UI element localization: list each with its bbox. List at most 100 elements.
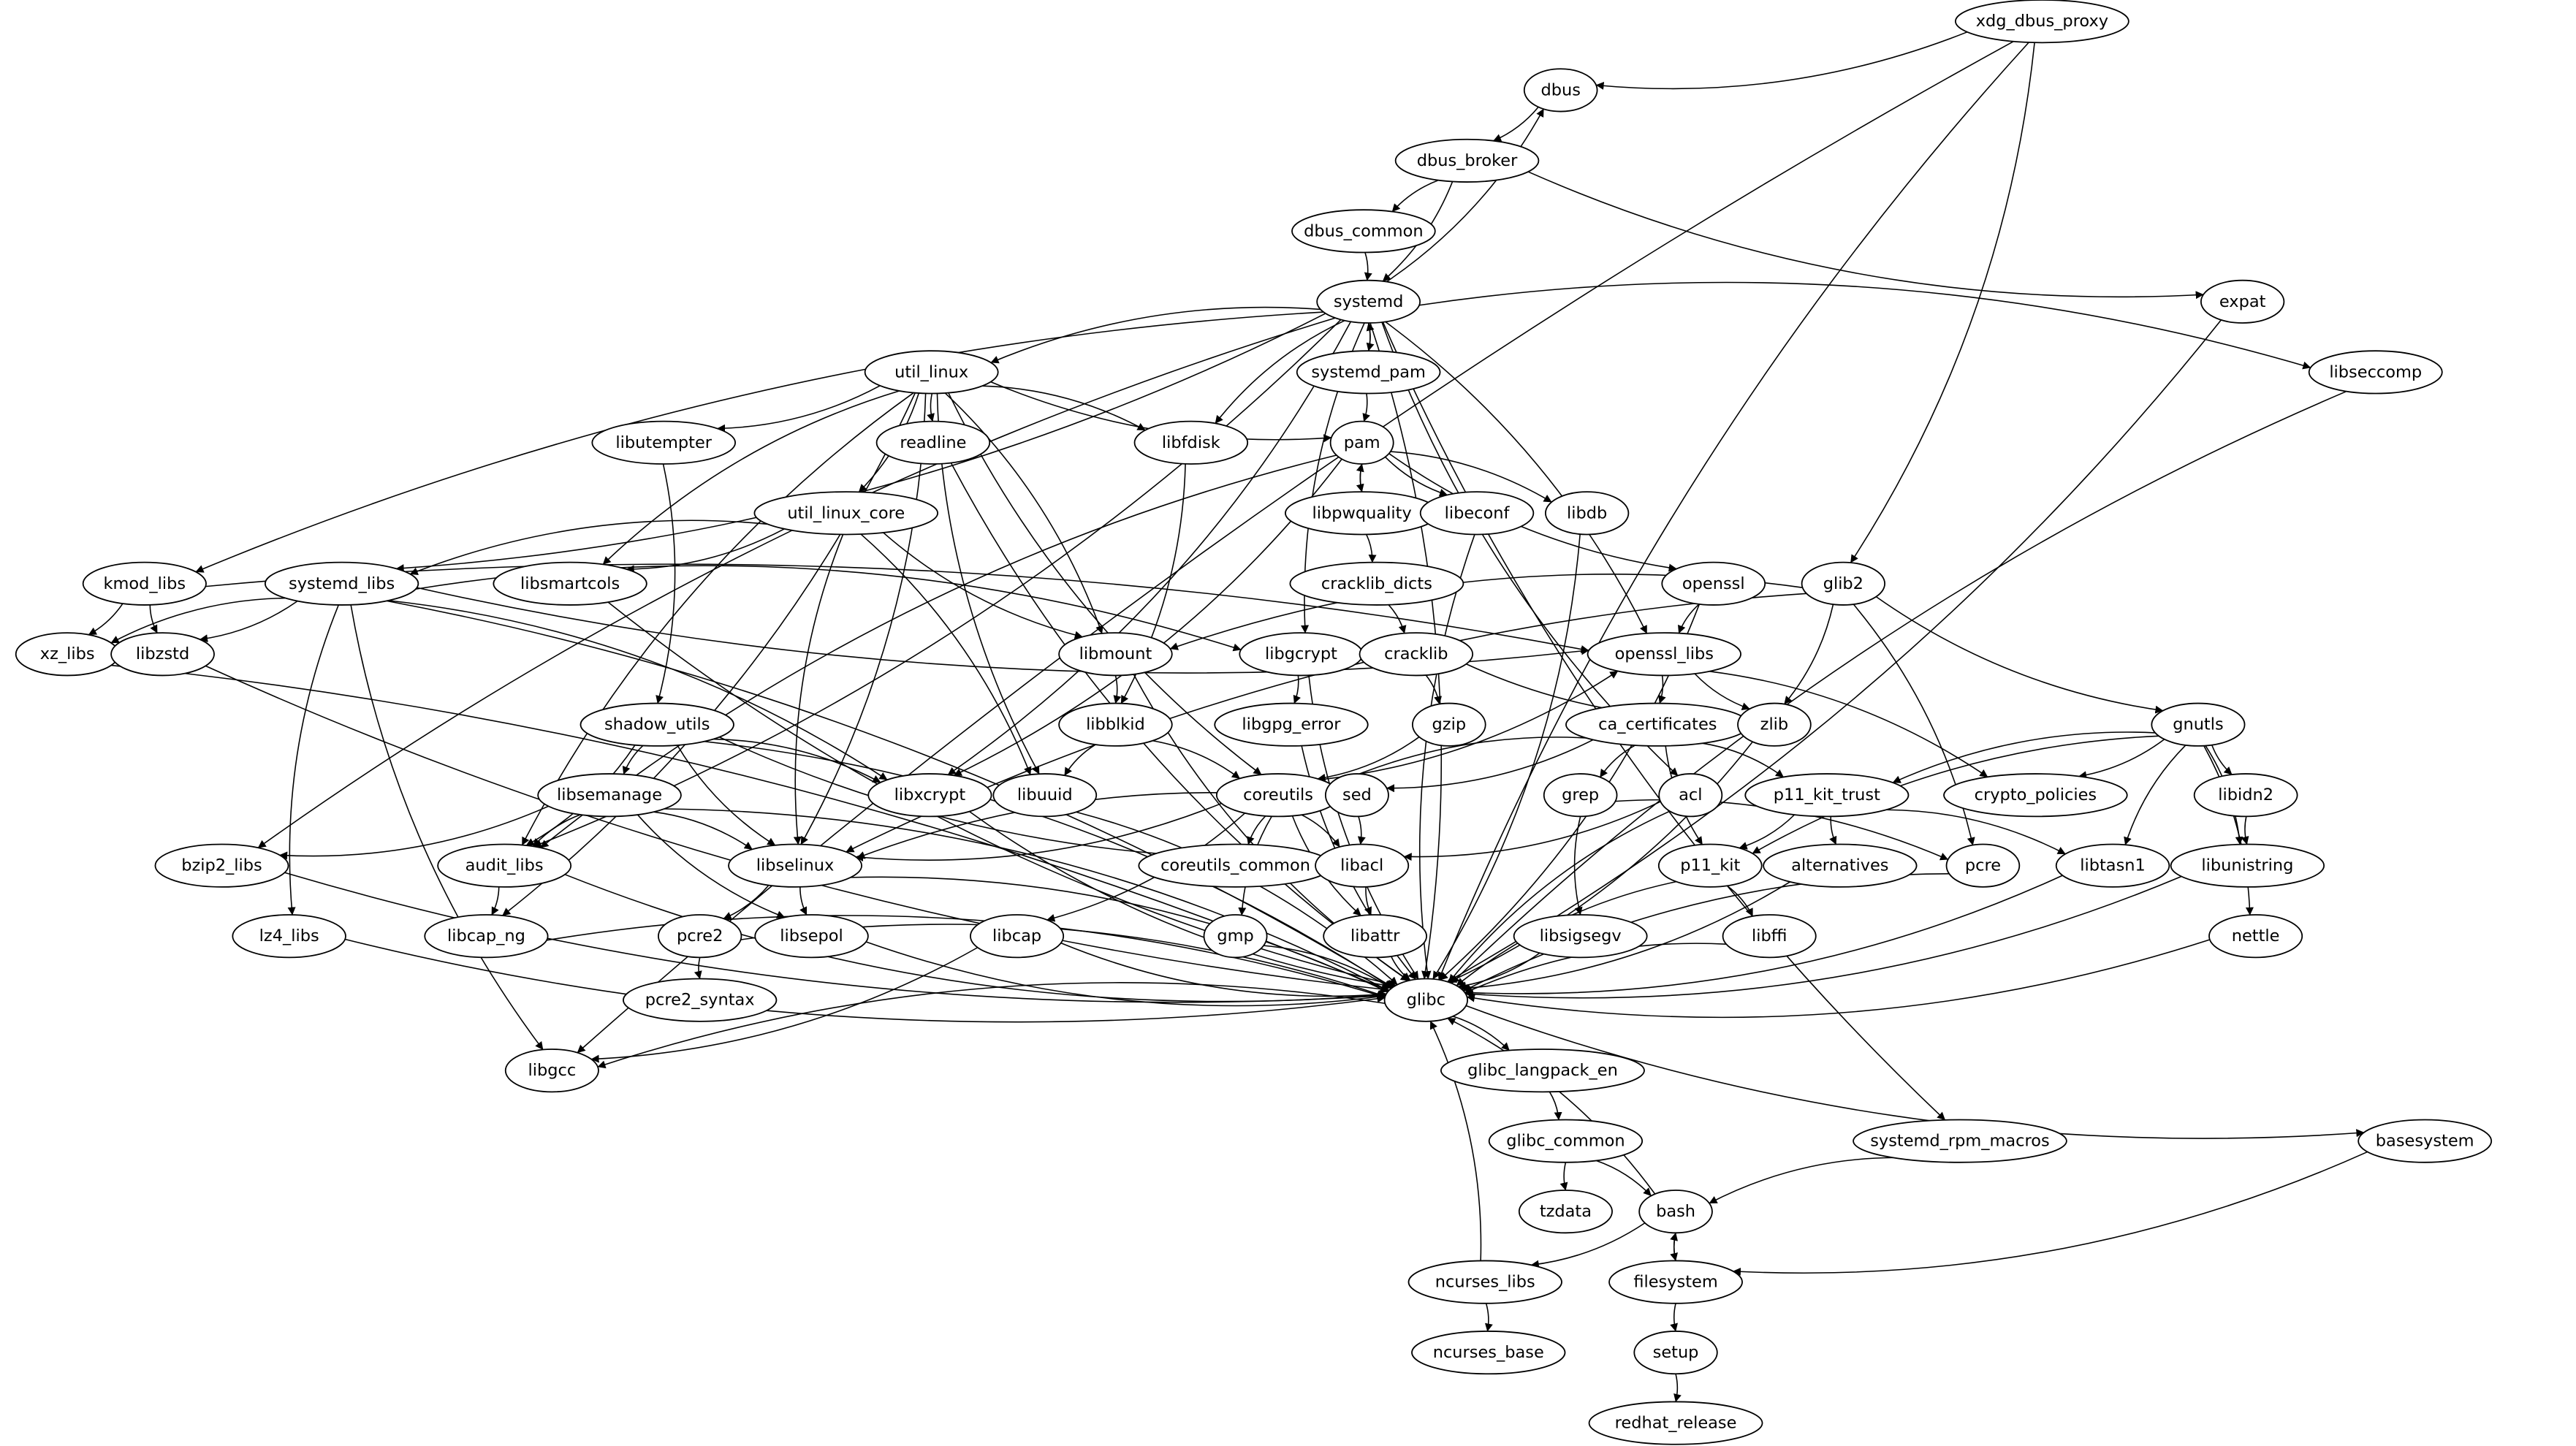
node-sed[interactable]: sed [1324,773,1389,818]
node-ncurses-libs[interactable]: ncurses_libs [1407,1260,1562,1304]
node-libunistring[interactable]: libunistring [2170,843,2325,888]
node-readline[interactable]: readline [875,420,991,465]
node-libzstd[interactable]: libzstd [110,632,215,677]
node-coreutils-common[interactable]: coreutils_common [1138,843,1333,888]
edge-line [1215,320,1345,424]
node-libfdisk[interactable]: libfdisk [1133,420,1249,465]
node-crypto-policies[interactable]: crypto_policies [1943,773,2128,818]
node-libutempter[interactable]: libutempter [591,420,737,465]
node-pcre[interactable]: pcre [1945,843,2021,888]
node-libgcc[interactable]: libgcc [504,1049,599,1093]
node-alternatives[interactable]: alternatives [1763,843,1918,888]
node-pam[interactable]: pam [1329,420,1394,465]
node-dbus-broker[interactable]: dbus_broker [1394,138,1540,183]
edge-line [1599,745,1635,778]
node-acl[interactable]: acl [1658,773,1723,818]
edge-line [1784,604,1834,705]
node-xdg-dbus-proxy[interactable]: xdg_dbus_proxy [1955,0,2129,44]
node-libsmartcols[interactable]: libsmartcols [493,561,647,606]
node-gmp[interactable]: gmp [1203,914,1268,959]
node-libcap-ng[interactable]: libcap_ng [424,914,549,959]
node-grep[interactable]: grep [1543,773,1618,818]
node-libmount[interactable]: libmount [1058,632,1173,677]
node-systemd[interactable]: systemd [1316,279,1421,324]
node-gzip[interactable]: gzip [1412,702,1486,747]
node-libffi[interactable]: libffi [1722,914,1817,959]
node-label: pcre2_syntax [645,991,755,1010]
node-setup[interactable]: setup [1633,1331,1718,1375]
node-libacl[interactable]: libacl [1315,843,1410,888]
node-glibc-langpack-en[interactable]: glibc_langpack_en [1440,1049,1645,1093]
node-glibc[interactable]: glibc [1383,978,1469,1022]
edge-systemd-to-libxcrypt [947,321,1352,775]
node-ca-certificates[interactable]: ca_certificates [1565,702,1750,747]
node-ellipse [437,843,572,888]
node-libsigsegv[interactable]: libsigsegv [1513,914,1648,959]
node-pcre2-syntax[interactable]: pcre2_syntax [623,978,778,1022]
node-libsepol[interactable]: libsepol [754,914,869,959]
node-libgpg-error[interactable]: libgpg_error [1214,702,1369,747]
edge-line [1658,675,1666,704]
node-libgcrypt[interactable]: libgcrypt [1239,632,1364,677]
node-expat[interactable]: expat [2200,279,2285,324]
node-cracklib-dicts[interactable]: cracklib_dicts [1289,561,1464,606]
node-libblkid[interactable]: libblkid [1058,702,1173,747]
node-kmod-libs[interactable]: kmod_libs [82,561,207,606]
node-basesystem[interactable]: basesystem [2357,1119,2493,1163]
node-cracklib[interactable]: cracklib [1359,632,1474,677]
node-glib2[interactable]: glib2 [1801,561,1886,606]
node-gnutls[interactable]: gnutls [2151,702,2246,747]
node-systemd-libs[interactable]: systemd_libs [264,561,419,606]
node-openssl-libs[interactable]: openssl_libs [1587,632,1741,677]
node-libidn2[interactable]: libidn2 [2193,773,2298,818]
node-audit-libs[interactable]: audit_libs [437,843,572,888]
node-ellipse [1411,1331,1566,1375]
node-ncurses-base[interactable]: ncurses_base [1411,1331,1566,1375]
node-openssl[interactable]: openssl [1661,561,1766,606]
node-libcap[interactable]: libcap [970,914,1065,959]
node-glibc-common[interactable]: glibc_common [1488,1119,1644,1163]
edge-line [110,597,286,644]
node-label: cracklib_dicts [1321,574,1432,593]
node-tzdata[interactable]: tzdata [1518,1190,1613,1234]
node-coreutils[interactable]: coreutils [1215,773,1341,818]
node-ellipse [1407,1260,1562,1304]
node-p11-kit-trust[interactable]: p11_kit_trust [1744,773,1910,818]
node-bash[interactable]: bash [1638,1190,1713,1234]
node-libsemanage[interactable]: libsemanage [537,773,682,818]
node-pcre2[interactable]: pcre2 [658,914,742,959]
node-nettle[interactable]: nettle [2208,914,2303,959]
node-libselinux[interactable]: libselinux [728,843,863,888]
edge-line [1670,1232,1678,1261]
node-filesystem[interactable]: filesystem [1608,1260,1743,1304]
node-shadow-utils[interactable]: shadow_utils [580,702,734,747]
node-bzip2-libs[interactable]: bzip2_libs [154,843,289,888]
node-util-linux[interactable]: util_linux [864,350,999,395]
node-dbus-common[interactable]: dbus_common [1291,209,1436,254]
node-zlib[interactable]: zlib [1737,702,1812,747]
node-systemd-pam[interactable]: systemd_pam [1296,350,1441,395]
edge-libunistring-to-glibc [1464,875,2182,999]
node-ellipse [1638,1190,1713,1234]
node-redhat-release[interactable]: redhat_release [1588,1401,1763,1445]
node-libseccomp[interactable]: libseccomp [2308,350,2443,395]
node-libtasn1[interactable]: libtasn1 [2055,843,2170,888]
edge-line [2078,739,2165,780]
node-libpwquality[interactable]: libpwquality [1285,491,1440,536]
node-libeconf[interactable]: libeconf [1419,491,1535,536]
node-lz4-libs[interactable]: lz4_libs [232,914,346,959]
node-libattr[interactable]: libattr [1323,914,1428,959]
node-util-linux-core[interactable]: util_linux_core [753,491,938,536]
edge-systemd_libs-to-libzstd [200,600,298,643]
node-systemd-rpm-macros[interactable]: systemd_rpm_macros [1853,1119,2067,1163]
node-libdb[interactable]: libdb [1544,491,1630,536]
node-ellipse [2151,702,2246,747]
edge-line [395,313,1326,573]
node-p11-kit[interactable]: p11_kit [1657,843,1763,888]
node-label: libidn2 [2218,785,2273,804]
node-xz-libs[interactable]: xz_libs [15,632,120,677]
edge-shadow_utils-to-libxcrypt [713,738,881,783]
node-libxcrypt[interactable]: libxcrypt [867,773,992,818]
node-libuuid[interactable]: libuuid [992,773,1098,818]
node-dbus[interactable]: dbus [1523,68,1598,113]
